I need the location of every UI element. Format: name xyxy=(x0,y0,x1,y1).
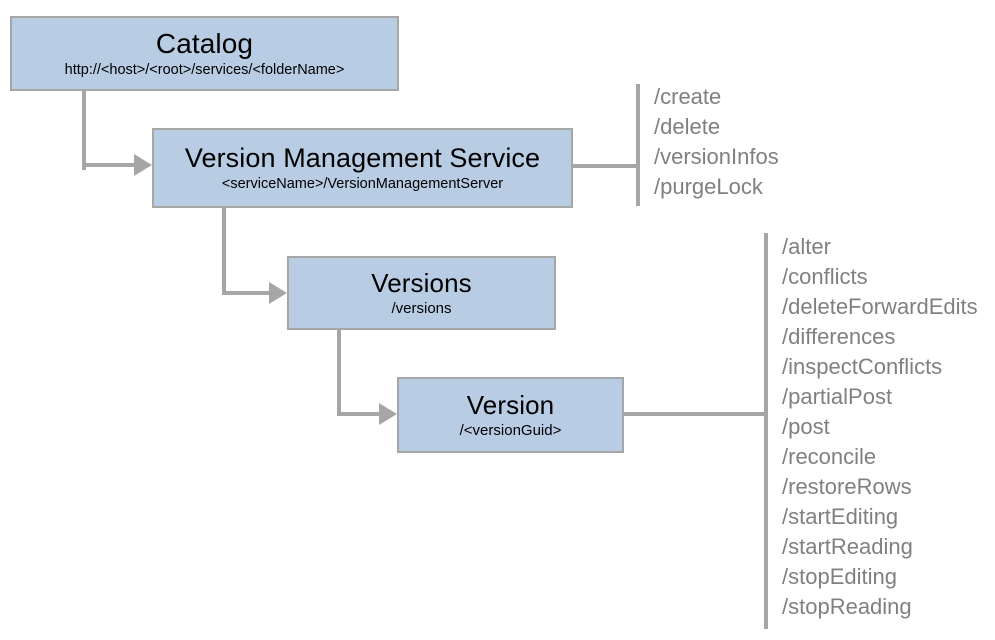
connector-service-to-endpoints xyxy=(572,164,640,168)
arrowhead-service-to-versions xyxy=(269,282,287,304)
bracket-bar-service-operations xyxy=(636,84,640,206)
arrowhead-versions-to-version xyxy=(379,403,397,425)
node-version-path: /<versionGuid> xyxy=(459,421,562,439)
node-catalog[interactable]: Catalog http://<host>/<root>/services/<f… xyxy=(10,16,399,91)
endpoint-item[interactable]: /deleteForwardEdits xyxy=(782,294,978,319)
node-versions-path: /versions xyxy=(391,299,452,317)
node-catalog-path: http://<host>/<root>/services/<folderNam… xyxy=(64,61,345,78)
endpoint-item[interactable]: /differences xyxy=(782,324,896,349)
endpoint-item[interactable]: /create xyxy=(654,84,722,109)
connector-versions-to-version-horizontal xyxy=(337,412,381,416)
endpoint-item[interactable]: /delete xyxy=(654,114,721,139)
endpoint-item[interactable]: /inspectConflicts xyxy=(782,354,943,379)
endpoint-group-version-operations: /alter/conflicts/deleteForwardEdits/diff… xyxy=(764,233,978,629)
endpoint-group-service-operations: /create/delete/versionInfos/purgeLock xyxy=(636,84,779,206)
endpoint-item[interactable]: /alter xyxy=(782,234,831,259)
bracket-bar-version-operations xyxy=(764,233,768,629)
arrowhead-catalog-to-service xyxy=(134,154,152,176)
node-catalog-title: Catalog xyxy=(155,27,254,59)
node-version-management-service[interactable]: Version Management Service <serviceName>… xyxy=(152,128,573,208)
endpoint-item[interactable]: /post xyxy=(782,414,830,439)
endpoint-item[interactable]: /startReading xyxy=(782,534,913,559)
endpoint-list-version-operations: /alter/conflicts/deleteForwardEdits/diff… xyxy=(768,232,978,622)
node-version[interactable]: Version /<versionGuid> xyxy=(397,377,624,453)
connector-catalog-to-service-horizontal xyxy=(82,163,136,167)
endpoint-item[interactable]: /partialPost xyxy=(782,384,893,409)
connector-service-to-versions-vertical xyxy=(222,207,226,293)
node-versions-title: Versions xyxy=(371,267,472,298)
endpoint-item[interactable]: /stopEditing xyxy=(782,564,897,589)
connector-version-to-endpoints xyxy=(623,412,768,416)
node-version-management-service-path: <serviceName>/VersionManagementServer xyxy=(221,175,504,192)
endpoint-item[interactable]: /stopReading xyxy=(782,594,912,619)
connector-service-to-versions-horizontal xyxy=(222,291,272,295)
endpoint-item[interactable]: /purgeLock xyxy=(654,174,763,199)
endpoint-item[interactable]: /restoreRows xyxy=(782,474,912,499)
node-version-management-service-title: Version Management Service xyxy=(184,142,541,173)
endpoint-item[interactable]: /startEditing xyxy=(782,504,899,529)
node-version-title: Version xyxy=(466,389,555,420)
endpoint-item[interactable]: /conflicts xyxy=(782,264,868,289)
endpoint-list-service-operations: /create/delete/versionInfos/purgeLock xyxy=(640,82,779,202)
endpoint-item[interactable]: /reconcile xyxy=(782,444,877,469)
connector-catalog-to-service-vertical xyxy=(82,90,86,170)
node-versions[interactable]: Versions /versions xyxy=(287,256,556,330)
endpoint-item[interactable]: /versionInfos xyxy=(654,144,779,169)
connector-versions-to-version-vertical xyxy=(337,329,341,416)
